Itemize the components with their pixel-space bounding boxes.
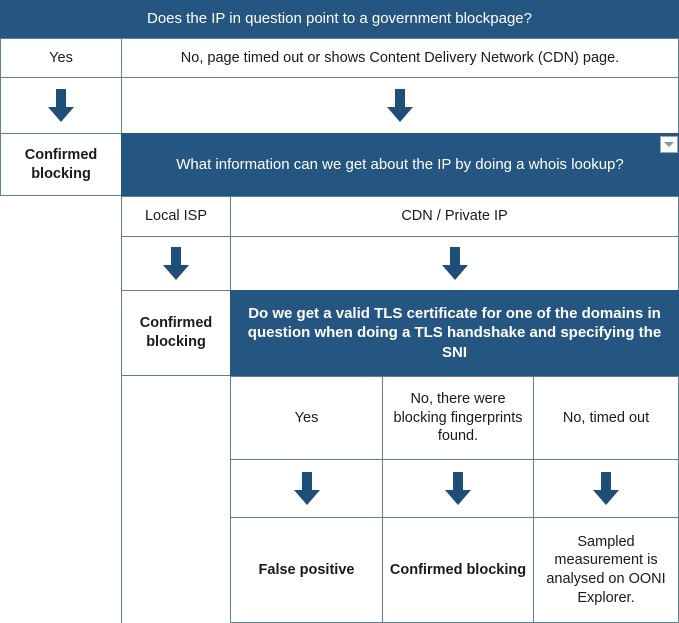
answer-q3-yes: Yes — [230, 376, 383, 460]
left-spacer-column — [0, 196, 121, 623]
answer-q3-yes-label: Yes — [294, 409, 319, 426]
question-1-header: Does the IP in question point to a gover… — [0, 0, 679, 38]
arrow-cell-q2-cdn — [230, 236, 679, 291]
chevron-down-icon — [664, 142, 674, 147]
answer-q3-timeout: No, timed out — [533, 376, 679, 460]
outcome-q3-false-positive: False positive — [230, 517, 383, 623]
answer-q3-fingerprints: No, there were blocking fingerprints fou… — [382, 376, 534, 460]
arrow-cell-q3-fingerprints — [382, 459, 534, 518]
question-2-header: What information can we get about the IP… — [121, 133, 679, 196]
arrow-cell-q3-timeout — [533, 459, 679, 518]
answer-q3-timeout-label: No, timed out — [562, 409, 650, 426]
down-arrow-icon — [387, 88, 413, 122]
down-arrow-icon — [441, 246, 468, 280]
down-arrow-icon — [445, 471, 471, 505]
answer-q2-local-isp: Local ISP — [121, 196, 231, 237]
arrow-cell-q3-yes — [230, 459, 383, 518]
mid-spacer-column — [121, 376, 231, 623]
answer-q3-fingerprints-label: No, there were blocking fingerprints fou… — [393, 391, 523, 445]
answer-q2-cdn-label: CDN / Private IP — [401, 208, 508, 225]
outcome-q1-confirmed-blocking: Confirmed blocking — [0, 133, 122, 196]
arrow-cell-q1-yes — [0, 77, 122, 134]
answer-q1-yes: Yes — [0, 38, 122, 78]
outcome-q1-label: Confirmed blocking — [24, 146, 98, 182]
down-arrow-icon — [163, 246, 189, 280]
question-2-text: What information can we get about the IP… — [176, 155, 624, 173]
answer-q2-local-isp-label: Local ISP — [144, 208, 208, 225]
answer-q1-no: No, page timed out or shows Content Deli… — [121, 38, 679, 78]
down-arrow-icon — [593, 471, 619, 505]
answer-q1-yes-label: Yes — [49, 49, 73, 66]
arrow-cell-q1-no — [121, 77, 679, 134]
question-3-text: Do we get a valid TLS certificate for on… — [247, 305, 662, 361]
outcome-q3-confirmed-blocking-label: Confirmed blocking — [389, 561, 527, 578]
answer-q2-cdn-private-ip: CDN / Private IP — [230, 196, 679, 237]
chevron-down-dropdown-button[interactable] — [660, 136, 678, 153]
arrow-cell-q2-local-isp — [121, 236, 231, 291]
outcome-q3-sampled-measurement: Sampled measurement is analysed on OONI … — [533, 517, 679, 623]
outcome-q2-label: Confirmed blocking — [139, 315, 213, 350]
outcome-q3-sampled-measurement-label: Sampled measurement is analysed on OONI … — [546, 533, 666, 606]
outcome-q2-confirmed-blocking: Confirmed blocking — [121, 290, 231, 376]
down-arrow-icon — [48, 88, 74, 122]
question-1-text: Does the IP in question point to a gover… — [147, 10, 532, 28]
down-arrow-icon — [293, 471, 320, 505]
outcome-q3-false-positive-label: False positive — [258, 561, 355, 578]
answer-q1-no-label: No, page timed out or shows Content Deli… — [180, 49, 620, 66]
outcome-q3-confirmed-blocking: Confirmed blocking — [382, 517, 534, 623]
question-3-header: Do we get a valid TLS certificate for on… — [230, 290, 679, 376]
